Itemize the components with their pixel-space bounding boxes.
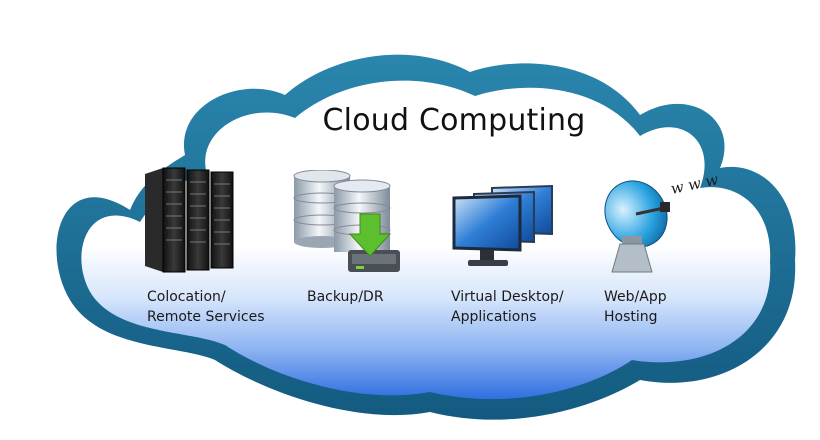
service-label-line: Hosting xyxy=(604,309,658,325)
service-label-line: Applications xyxy=(451,309,537,325)
service-label-line: Colocation/ xyxy=(147,289,226,305)
database-backup-icon xyxy=(293,170,400,272)
service-label-colocation: Colocation/ Remote Services xyxy=(147,287,265,327)
server-rack-icon xyxy=(145,167,234,273)
cloud-inner xyxy=(81,80,771,400)
service-label-web-hosting: Web/App Hosting xyxy=(604,287,667,327)
service-label-line: Backup/DR xyxy=(307,289,384,305)
service-label-backup: Backup/DR xyxy=(307,287,384,307)
service-label-line: Remote Services xyxy=(147,309,265,325)
www-text: w w w xyxy=(669,172,720,198)
service-label-line: Web/App xyxy=(604,289,667,305)
virtual-desktop-icon xyxy=(452,184,553,266)
service-label-virtual-desktop: Virtual Desktop/ Applications xyxy=(451,287,564,327)
satellite-dish-icon: w w w xyxy=(604,172,720,273)
service-label-line: Virtual Desktop/ xyxy=(451,289,564,305)
diagram-title: Cloud Computing xyxy=(322,103,586,138)
